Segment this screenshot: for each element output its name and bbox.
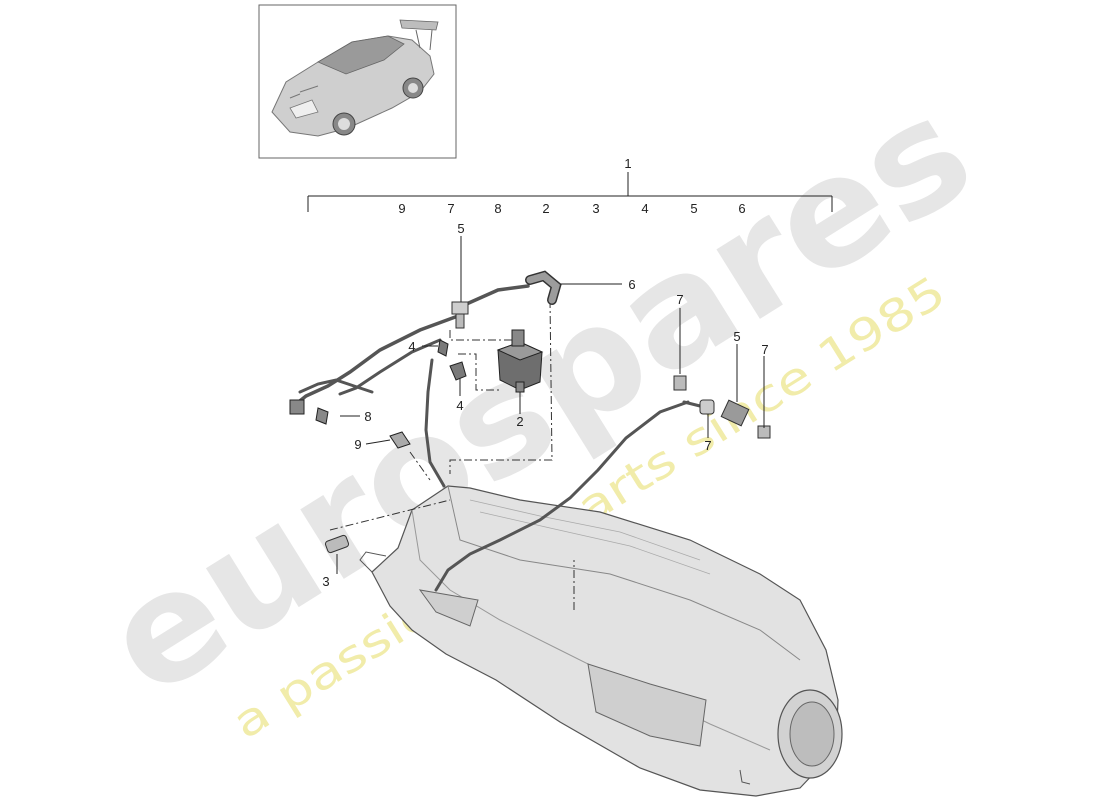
bracket-item-label: 9	[398, 201, 405, 216]
part-7-plug-upper	[673, 375, 687, 391]
vehicle-thumbnail	[258, 4, 457, 159]
callout-7: 7	[704, 438, 711, 453]
callout-7: 7	[676, 292, 683, 307]
callout-5: 5	[457, 221, 464, 236]
callout-5: 5	[733, 329, 740, 344]
callouts: 5 6 7 5 7 4 4 2 8 9 7 3	[322, 221, 768, 589]
bracket-item-label: 8	[494, 201, 501, 216]
part-4-elbow-upper	[437, 339, 449, 357]
part-9-clip	[389, 431, 411, 449]
callout-2: 2	[516, 414, 523, 429]
bracket-item-label: 7	[447, 201, 454, 216]
part-3-fitting	[324, 534, 350, 554]
callout-6: 6	[628, 277, 635, 292]
callout-7: 7	[761, 342, 768, 357]
callout-leaders	[336, 236, 765, 574]
callout-4: 4	[456, 398, 463, 413]
callout-3: 3	[322, 574, 329, 589]
bracket-item-label: 3	[592, 201, 599, 216]
bracket-item-label: 2	[542, 201, 549, 216]
callout-4: 4	[408, 339, 415, 354]
part-8-connector	[289, 399, 329, 425]
bracket-item-label: 6	[738, 201, 745, 216]
part-2-solenoid-valve	[496, 329, 544, 393]
assembly-bracket: 1 9 7 8 2 3 4 5 6	[307, 156, 833, 216]
bracket-item-label: 4	[641, 201, 648, 216]
part-5-tee-connector	[451, 301, 469, 329]
part-5-valve-right	[699, 399, 750, 427]
assembly-label: 1	[624, 156, 631, 171]
callout-8: 8	[364, 409, 371, 424]
callout-9: 9	[354, 437, 361, 452]
intake-housing	[359, 485, 843, 797]
part-4-elbow-lower	[449, 361, 467, 381]
part-6-elbow-hose	[525, 270, 562, 305]
vacuum-lines	[294, 284, 702, 592]
bracket-item-label: 5	[690, 201, 697, 216]
car-thumbnail-icon	[271, 19, 439, 137]
